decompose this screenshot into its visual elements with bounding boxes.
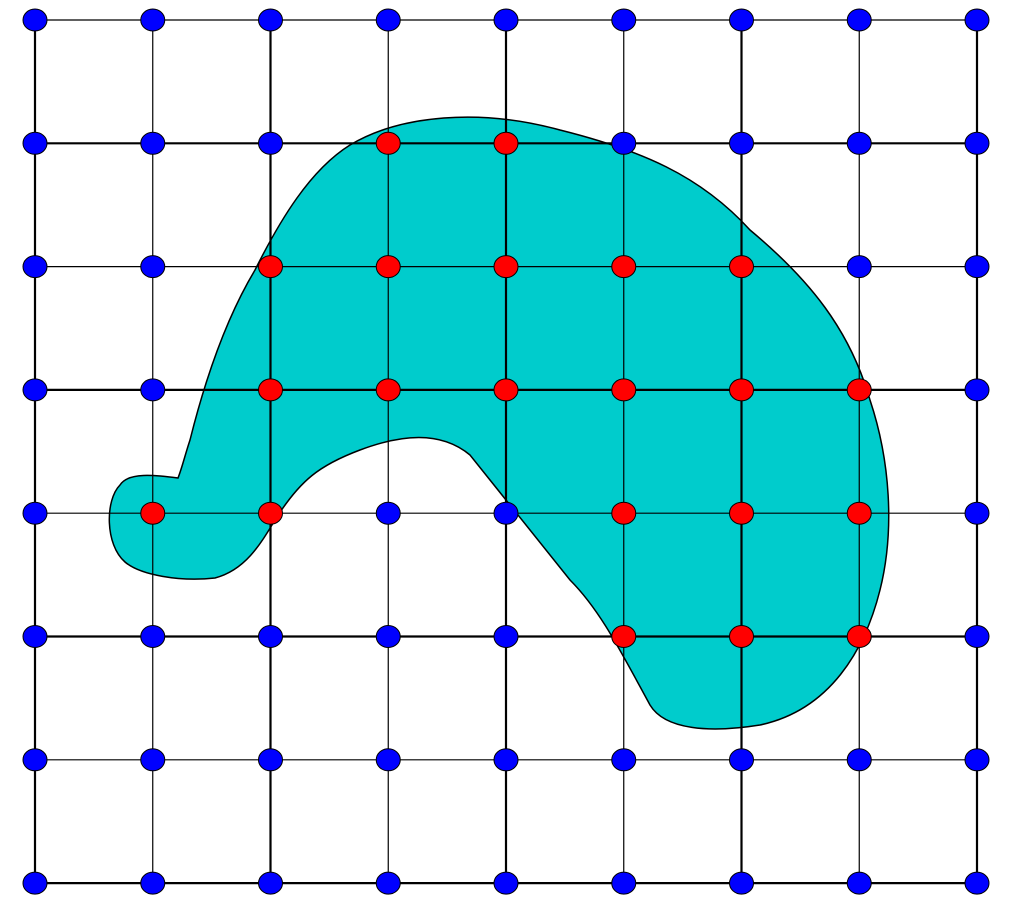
inside-point-7-4 [846, 501, 872, 525]
inside-point-5-4 [611, 501, 637, 525]
inside-point-3-1 [375, 131, 401, 155]
outside-point-8-5 [964, 625, 990, 648]
outside-point-2-6 [258, 748, 283, 772]
outside-point-1-3 [140, 378, 166, 402]
inside-point-1-4 [140, 501, 166, 525]
outside-point-1-6 [140, 748, 166, 772]
outside-point-1-7 [140, 871, 166, 895]
inside-point-2-4 [258, 501, 283, 525]
outside-point-8-2 [964, 255, 990, 279]
inside-point-5-2 [611, 255, 637, 279]
inside-point-7-5 [846, 625, 872, 648]
outside-point-5-7 [611, 871, 637, 895]
outside-point-3-0 [375, 8, 401, 32]
outside-point-0-4 [22, 501, 48, 525]
inside-point-4-3 [493, 378, 519, 402]
inside-point-4-1 [493, 131, 519, 155]
outside-point-5-6 [611, 748, 637, 772]
outside-point-8-1 [964, 131, 990, 155]
inside-point-5-5 [611, 625, 637, 648]
inside-point-6-5 [729, 625, 754, 648]
outside-point-6-6 [729, 748, 754, 772]
outside-point-1-5 [140, 625, 166, 648]
inside-point-3-2 [375, 255, 401, 279]
outside-point-2-1 [258, 131, 283, 155]
outside-point-4-0 [493, 8, 519, 32]
outside-point-6-7 [729, 871, 754, 895]
outside-point-2-7 [258, 871, 283, 895]
outside-point-0-3 [22, 378, 48, 402]
teal-region [108, 116, 890, 730]
outside-point-8-4 [964, 501, 990, 525]
outside-point-7-7 [846, 871, 872, 895]
outside-point-8-0 [964, 8, 990, 32]
outside-point-0-0 [22, 8, 48, 32]
outside-point-8-3 [964, 378, 990, 402]
inside-point-6-3 [729, 378, 754, 402]
outside-point-1-2 [140, 255, 166, 279]
outside-point-1-0 [140, 8, 166, 32]
outside-point-3-5 [375, 625, 401, 648]
outside-point-4-4 [493, 501, 519, 525]
outside-point-2-5 [258, 625, 283, 648]
inside-point-2-3 [258, 378, 283, 402]
outside-point-0-1 [22, 131, 48, 155]
outside-point-5-0 [611, 8, 637, 32]
inside-point-2-2 [258, 255, 283, 279]
outside-point-4-6 [493, 748, 519, 772]
outside-point-7-2 [846, 255, 872, 279]
inside-point-5-3 [611, 378, 637, 402]
grid-points [22, 8, 990, 895]
inside-point-6-4 [729, 501, 754, 525]
outside-point-0-6 [22, 748, 48, 772]
outside-point-3-6 [375, 748, 401, 772]
outside-point-0-7 [22, 871, 48, 895]
inside-point-3-3 [375, 378, 401, 402]
outside-point-0-5 [22, 625, 48, 648]
outside-point-8-7 [964, 871, 990, 895]
outside-point-5-1 [611, 131, 637, 155]
outside-point-7-0 [846, 8, 872, 32]
outside-point-2-0 [258, 8, 283, 32]
outside-point-4-7 [493, 871, 519, 895]
outside-point-6-1 [729, 131, 754, 155]
outside-point-7-6 [846, 748, 872, 772]
inside-point-6-2 [729, 255, 754, 279]
outside-point-3-7 [375, 871, 401, 895]
outside-point-1-1 [140, 131, 166, 155]
outside-point-8-6 [964, 748, 990, 772]
inside-point-4-2 [493, 255, 519, 279]
outside-point-3-4 [375, 501, 401, 525]
inside-point-7-3 [846, 378, 872, 402]
outside-point-0-2 [22, 255, 48, 279]
outside-point-4-5 [493, 625, 519, 648]
outside-point-7-1 [846, 131, 872, 155]
outside-point-6-0 [729, 8, 754, 32]
